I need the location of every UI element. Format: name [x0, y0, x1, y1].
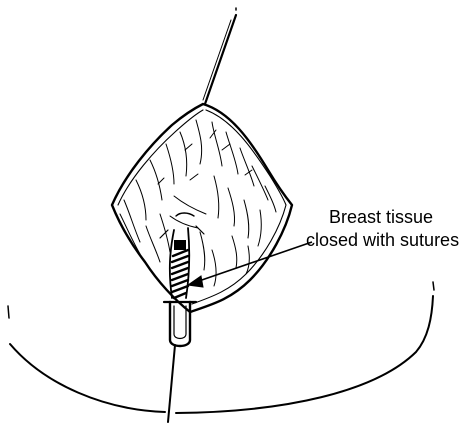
contour-tick-left [8, 306, 9, 318]
needle-upper [205, 15, 236, 104]
needle-lower [168, 345, 175, 422]
annotation-label: Breast tissue closed with sutures [306, 206, 456, 252]
retractor-clamp [164, 302, 196, 346]
annotation-line-1: Breast tissue [306, 206, 456, 229]
chest-contour-right [176, 296, 433, 413]
suture-knot [174, 240, 186, 250]
chest-contour [10, 344, 165, 412]
incision-left-edge [170, 230, 174, 298]
annotation-line-2: closed with sutures [306, 229, 456, 252]
contour-tick-right [433, 282, 434, 290]
suture-stitches [172, 250, 188, 298]
